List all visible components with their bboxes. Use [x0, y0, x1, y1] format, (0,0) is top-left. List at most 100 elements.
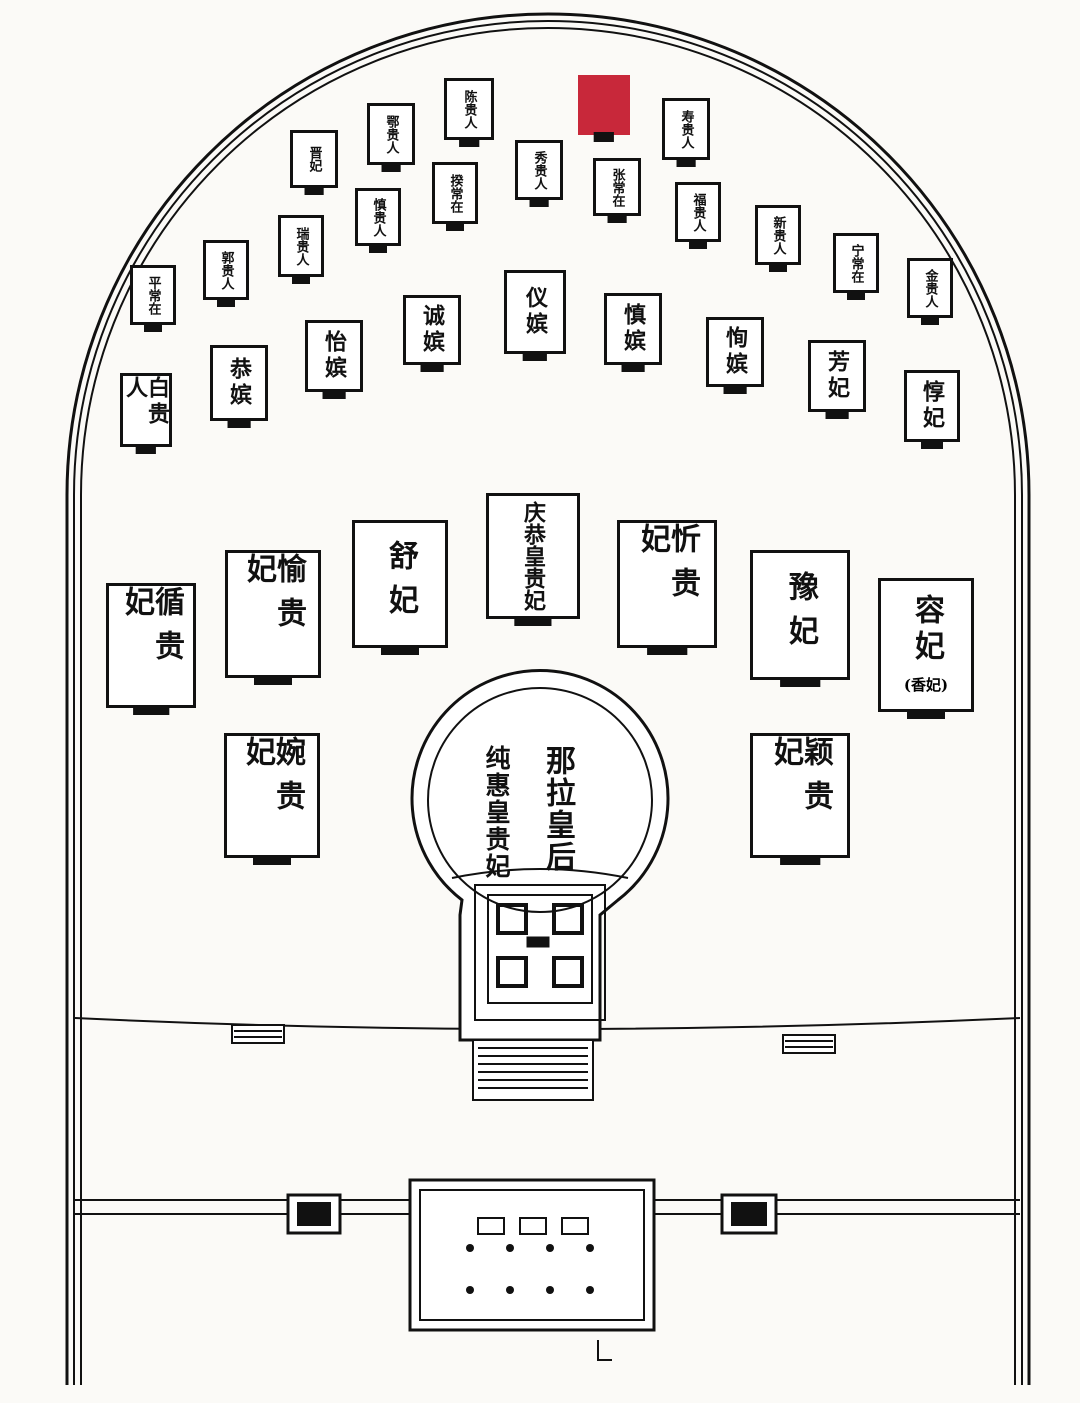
- tomb-redacted-highlight: [578, 75, 630, 142]
- tomb-medium-1: 恭嫔: [210, 345, 268, 428]
- tomb-label: 慎贵人: [370, 197, 386, 237]
- tomb-base: [381, 645, 419, 655]
- tomb-base: [921, 439, 943, 449]
- tomb-small-6: 张常在: [593, 158, 641, 223]
- tomb-label: 婉贵妃: [240, 736, 305, 824]
- tomb-base: [292, 274, 310, 284]
- tomb-label: 恭嫔: [226, 357, 252, 409]
- tomb-medium-5: 慎嫔: [604, 293, 662, 372]
- tomb-base: [135, 444, 157, 454]
- tomb-small-4: 秀贵人: [515, 140, 563, 207]
- tomb-small-8: 福贵人: [675, 182, 721, 249]
- tomb-label: 鄂贵人: [383, 114, 399, 154]
- tomb-base: [621, 362, 645, 372]
- tomb-base: [921, 315, 939, 325]
- tomb-label: 揆常在: [447, 173, 463, 213]
- tomb-label: 庆恭皇贵妃: [520, 501, 546, 611]
- tomb-large-1: 愉贵妃: [225, 550, 321, 685]
- tomb-label: 平常在: [145, 275, 161, 315]
- tomb-base: [780, 855, 820, 865]
- tomb-label: 秀贵人: [531, 150, 547, 190]
- front-wall: [75, 1178, 1020, 1361]
- tomb-large-3: 庆恭皇贵妃: [486, 493, 580, 626]
- side-stairs: [231, 1024, 836, 1054]
- tomb-label: 舒妃: [383, 540, 418, 628]
- tomb-base: [593, 132, 615, 142]
- tomb-small-12: 宁常在: [833, 233, 879, 300]
- tomb-base: [769, 262, 787, 272]
- tomb-label: 仪嫔: [522, 286, 548, 338]
- tomb-base: [133, 705, 169, 715]
- tomb-large-5: 豫妃: [750, 550, 850, 687]
- tomb-label: 陈贵人: [461, 89, 477, 129]
- tomb-large-7: 婉贵妃: [224, 733, 320, 865]
- tomb-label: 容妃: [909, 594, 944, 666]
- tomb-base: [369, 243, 387, 253]
- tomb-small-5: 揆常在: [432, 162, 478, 231]
- tomb-base: [446, 221, 464, 231]
- tomb-chunhui-huangguifei: 纯惠皇贵妃: [482, 745, 511, 880]
- tomb-medium-7: 芳妃: [808, 340, 866, 419]
- tomb-base: [847, 290, 865, 300]
- tomb-medium-4: 仪嫔: [504, 270, 566, 361]
- tomb-base: [907, 709, 945, 719]
- tomb-label: 福贵人: [690, 192, 706, 232]
- tomb-label: 宁常在: [848, 243, 864, 283]
- tomb-label: 愉贵妃: [241, 553, 306, 641]
- tomb-small-13: 平常在: [130, 265, 176, 332]
- tomb-label: 寿贵人: [678, 109, 694, 149]
- tomb-label: 慎嫔: [620, 303, 646, 355]
- tomb-base: [381, 162, 401, 172]
- tomb-base: [459, 137, 479, 147]
- tomb-base: [514, 616, 552, 626]
- tomb-large-2: 舒妃: [352, 520, 448, 655]
- tomb-small-2: 晋妃: [290, 130, 338, 195]
- tomb-small-3: 寿贵人: [662, 98, 710, 167]
- tomb-label: 新贵人: [770, 215, 786, 255]
- tomb-label: 豫妃: [783, 571, 818, 659]
- tomb-small-7: 慎贵人: [355, 188, 401, 253]
- main-stairs: [472, 1039, 594, 1101]
- tomb-base: [780, 677, 820, 687]
- tomb-base: [522, 351, 548, 361]
- tomb-base: [647, 645, 687, 655]
- tomb-small-1: 鄂贵人: [367, 103, 415, 172]
- tomb-medium-8: 惇妃: [904, 370, 960, 449]
- tomb-label: 晋妃: [306, 146, 322, 172]
- tomb-base: [304, 185, 324, 195]
- tomb-small-10: 新贵人: [755, 205, 801, 272]
- tomb-small-9: 瑞贵人: [278, 215, 324, 284]
- tomb-label: 忻贵妃: [635, 523, 700, 611]
- tomb-label: 循贵妃: [119, 586, 184, 674]
- tomb-base: [689, 239, 707, 249]
- tomb-label: 颖贵妃: [768, 736, 833, 824]
- tomb-base: [253, 855, 291, 865]
- tomb-label: 张常在: [609, 167, 625, 207]
- tomb-base: [607, 213, 627, 223]
- tomb-base: [144, 322, 162, 332]
- tomb-medium-3: 诚嫔: [403, 295, 461, 372]
- tomb-base: [529, 197, 549, 207]
- tomb-base: [723, 384, 747, 394]
- tomb-small-14: 金贵人: [907, 258, 953, 325]
- tomb-base: [227, 418, 251, 428]
- tomb-label: 怡嫔: [321, 330, 347, 382]
- tomb-label: 芳妃: [824, 350, 850, 402]
- tomb-alias: (香妃): [903, 676, 949, 694]
- tomb-label: 惇妃: [919, 380, 945, 432]
- tomb-label: 白贵人: [122, 376, 170, 428]
- tomb-label: 金贵人: [922, 268, 938, 308]
- tomb-base: [825, 409, 849, 419]
- tomb-medium-0: 白贵人: [120, 373, 172, 454]
- tomb-label: 瑞贵人: [293, 226, 309, 266]
- tomb-base: [322, 389, 346, 399]
- tomb-small-11: 郭贵人: [203, 240, 249, 307]
- central-mound: [410, 669, 670, 1042]
- tomb-large-8: 颖贵妃: [750, 733, 850, 865]
- tomb-label: 恂嫔: [722, 326, 748, 378]
- tomb-medium-2: 怡嫔: [305, 320, 363, 399]
- tomb-large-6: 容妃 (香妃): [878, 578, 974, 719]
- tomb-label: 诚嫔: [419, 304, 445, 356]
